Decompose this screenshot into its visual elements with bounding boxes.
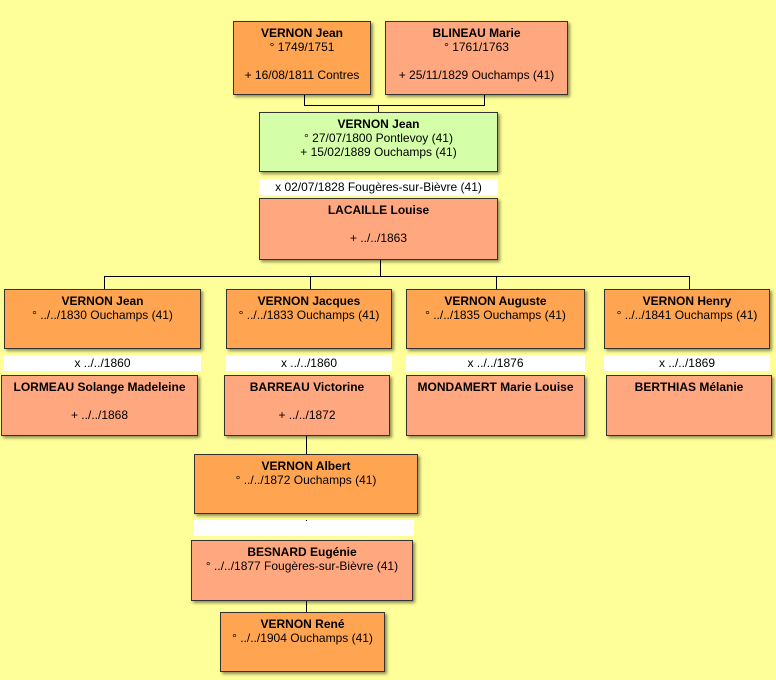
birth-date: ° 1749/1751 — [269, 40, 335, 54]
person-name: LORMEAU Solange Madeleine — [13, 380, 186, 394]
person-box-great-grandchild[interactable]: VERNON René ° ../../1904 Ouchamps (41) — [220, 612, 385, 672]
death-date: + ../../1872 — [278, 408, 336, 422]
birth-date: ° ../../1830 Ouchamps (41) — [32, 308, 173, 322]
person-name: BERTHIAS Mélanie — [634, 380, 744, 394]
death-date: + 15/02/1889 Ouchamps (41) — [300, 145, 457, 159]
person-box-child[interactable]: VERNON Jean ° ../../1830 Ouchamps (41) — [4, 289, 201, 349]
person-name: VERNON Jean — [260, 26, 344, 40]
connector — [304, 105, 485, 106]
person-box-child[interactable]: VERNON Auguste ° ../../1835 Ouchamps (41… — [406, 289, 585, 349]
person-name: BESNARD Eugénie — [247, 545, 357, 559]
birth-date: ° ../../1877 Fougères-sur-Bièvre (41) — [205, 559, 399, 573]
connector — [378, 105, 379, 113]
person-name: VERNON Henry — [642, 294, 732, 308]
person-box-child[interactable]: VERNON Jacques ° ../../1833 Ouchamps (41… — [226, 289, 392, 349]
death-date: + 16/08/1811 Contres — [244, 68, 360, 82]
connector — [496, 276, 497, 289]
connector — [380, 260, 381, 276]
person-box-grandchild-spouse[interactable]: BESNARD Eugénie ° ../../1877 Fougères-su… — [191, 540, 413, 601]
person-name: VERNON Jean — [337, 117, 420, 131]
connector — [306, 436, 307, 454]
person-name: VERNON René — [260, 617, 345, 631]
marriage-label: x ../../1869 — [604, 355, 770, 371]
connector — [304, 95, 305, 105]
person-box-root[interactable]: VERNON Jean ° 27/07/1800 Pontlevoy (41) … — [259, 112, 498, 172]
birth-date: ° ../../1835 Ouchamps (41) — [425, 308, 566, 322]
connector — [689, 276, 690, 289]
person-box-grandmother[interactable]: BLINEAU Marie ° 1761/1763 + 25/11/1829 O… — [385, 21, 568, 95]
connector — [484, 95, 485, 105]
person-box-child-spouse[interactable]: LORMEAU Solange Madeleine + ../../1868 — [1, 375, 198, 436]
person-name: BARREAU Victorine — [249, 380, 365, 394]
person-box-child-spouse[interactable]: BERTHIAS Mélanie — [606, 375, 772, 436]
person-name: VERNON Jacques — [257, 294, 361, 308]
person-box-root-spouse[interactable]: LACAILLE Louise + ../../1863 — [259, 198, 498, 260]
person-box-grandchild[interactable]: VERNON Albert ° ../../1872 Ouchamps (41) — [194, 454, 418, 514]
person-box-child-spouse[interactable]: MONDAMERT Marie Louise — [406, 375, 585, 436]
person-name: LACAILLE Louise — [327, 203, 430, 217]
person-box-grandfather[interactable]: VERNON Jean ° 1749/1751 + 16/08/1811 Con… — [233, 21, 371, 95]
person-name: VERNON Albert — [261, 459, 351, 473]
marriage-label: x ../../1860 — [4, 355, 201, 371]
person-name: VERNON Auguste — [444, 294, 547, 308]
birth-date: ° 27/07/1800 Pontlevoy (41) — [304, 131, 453, 145]
connector — [310, 276, 311, 289]
marriage-label: x ../../1876 — [406, 355, 585, 371]
person-box-child[interactable]: VERNON Henry ° ../../1841 Ouchamps (41) — [604, 289, 770, 349]
death-date: + 25/11/1829 Ouchamps (41) — [398, 68, 555, 82]
marriage-label: x ../../1860 — [226, 355, 392, 371]
marriage-label: x 02/07/1828 Fougères-sur-Bièvre (41) — [259, 179, 498, 195]
birth-date: ° ../../1841 Ouchamps (41) — [616, 308, 758, 322]
person-name: BLINEAU Marie — [432, 26, 521, 40]
connector — [306, 520, 307, 521]
connector — [104, 276, 105, 289]
birth-date: ° ../../1833 Ouchamps (41) — [238, 308, 380, 322]
person-name: MONDAMERT Marie Louise — [417, 380, 574, 394]
person-box-child-spouse[interactable]: BARREAU Victorine + ../../1872 — [224, 375, 390, 436]
marriage-label — [194, 520, 414, 536]
death-date: + ../../1868 — [70, 408, 129, 422]
connector — [104, 276, 690, 277]
birth-date: ° 1761/1763 — [444, 40, 509, 54]
person-name: VERNON Jean — [61, 294, 144, 308]
death-date: + ../../1863 — [349, 231, 408, 245]
birth-date: ° ../../1904 Ouchamps (41) — [232, 631, 373, 645]
birth-date: ° ../../1872 Ouchamps (41) — [235, 473, 377, 487]
